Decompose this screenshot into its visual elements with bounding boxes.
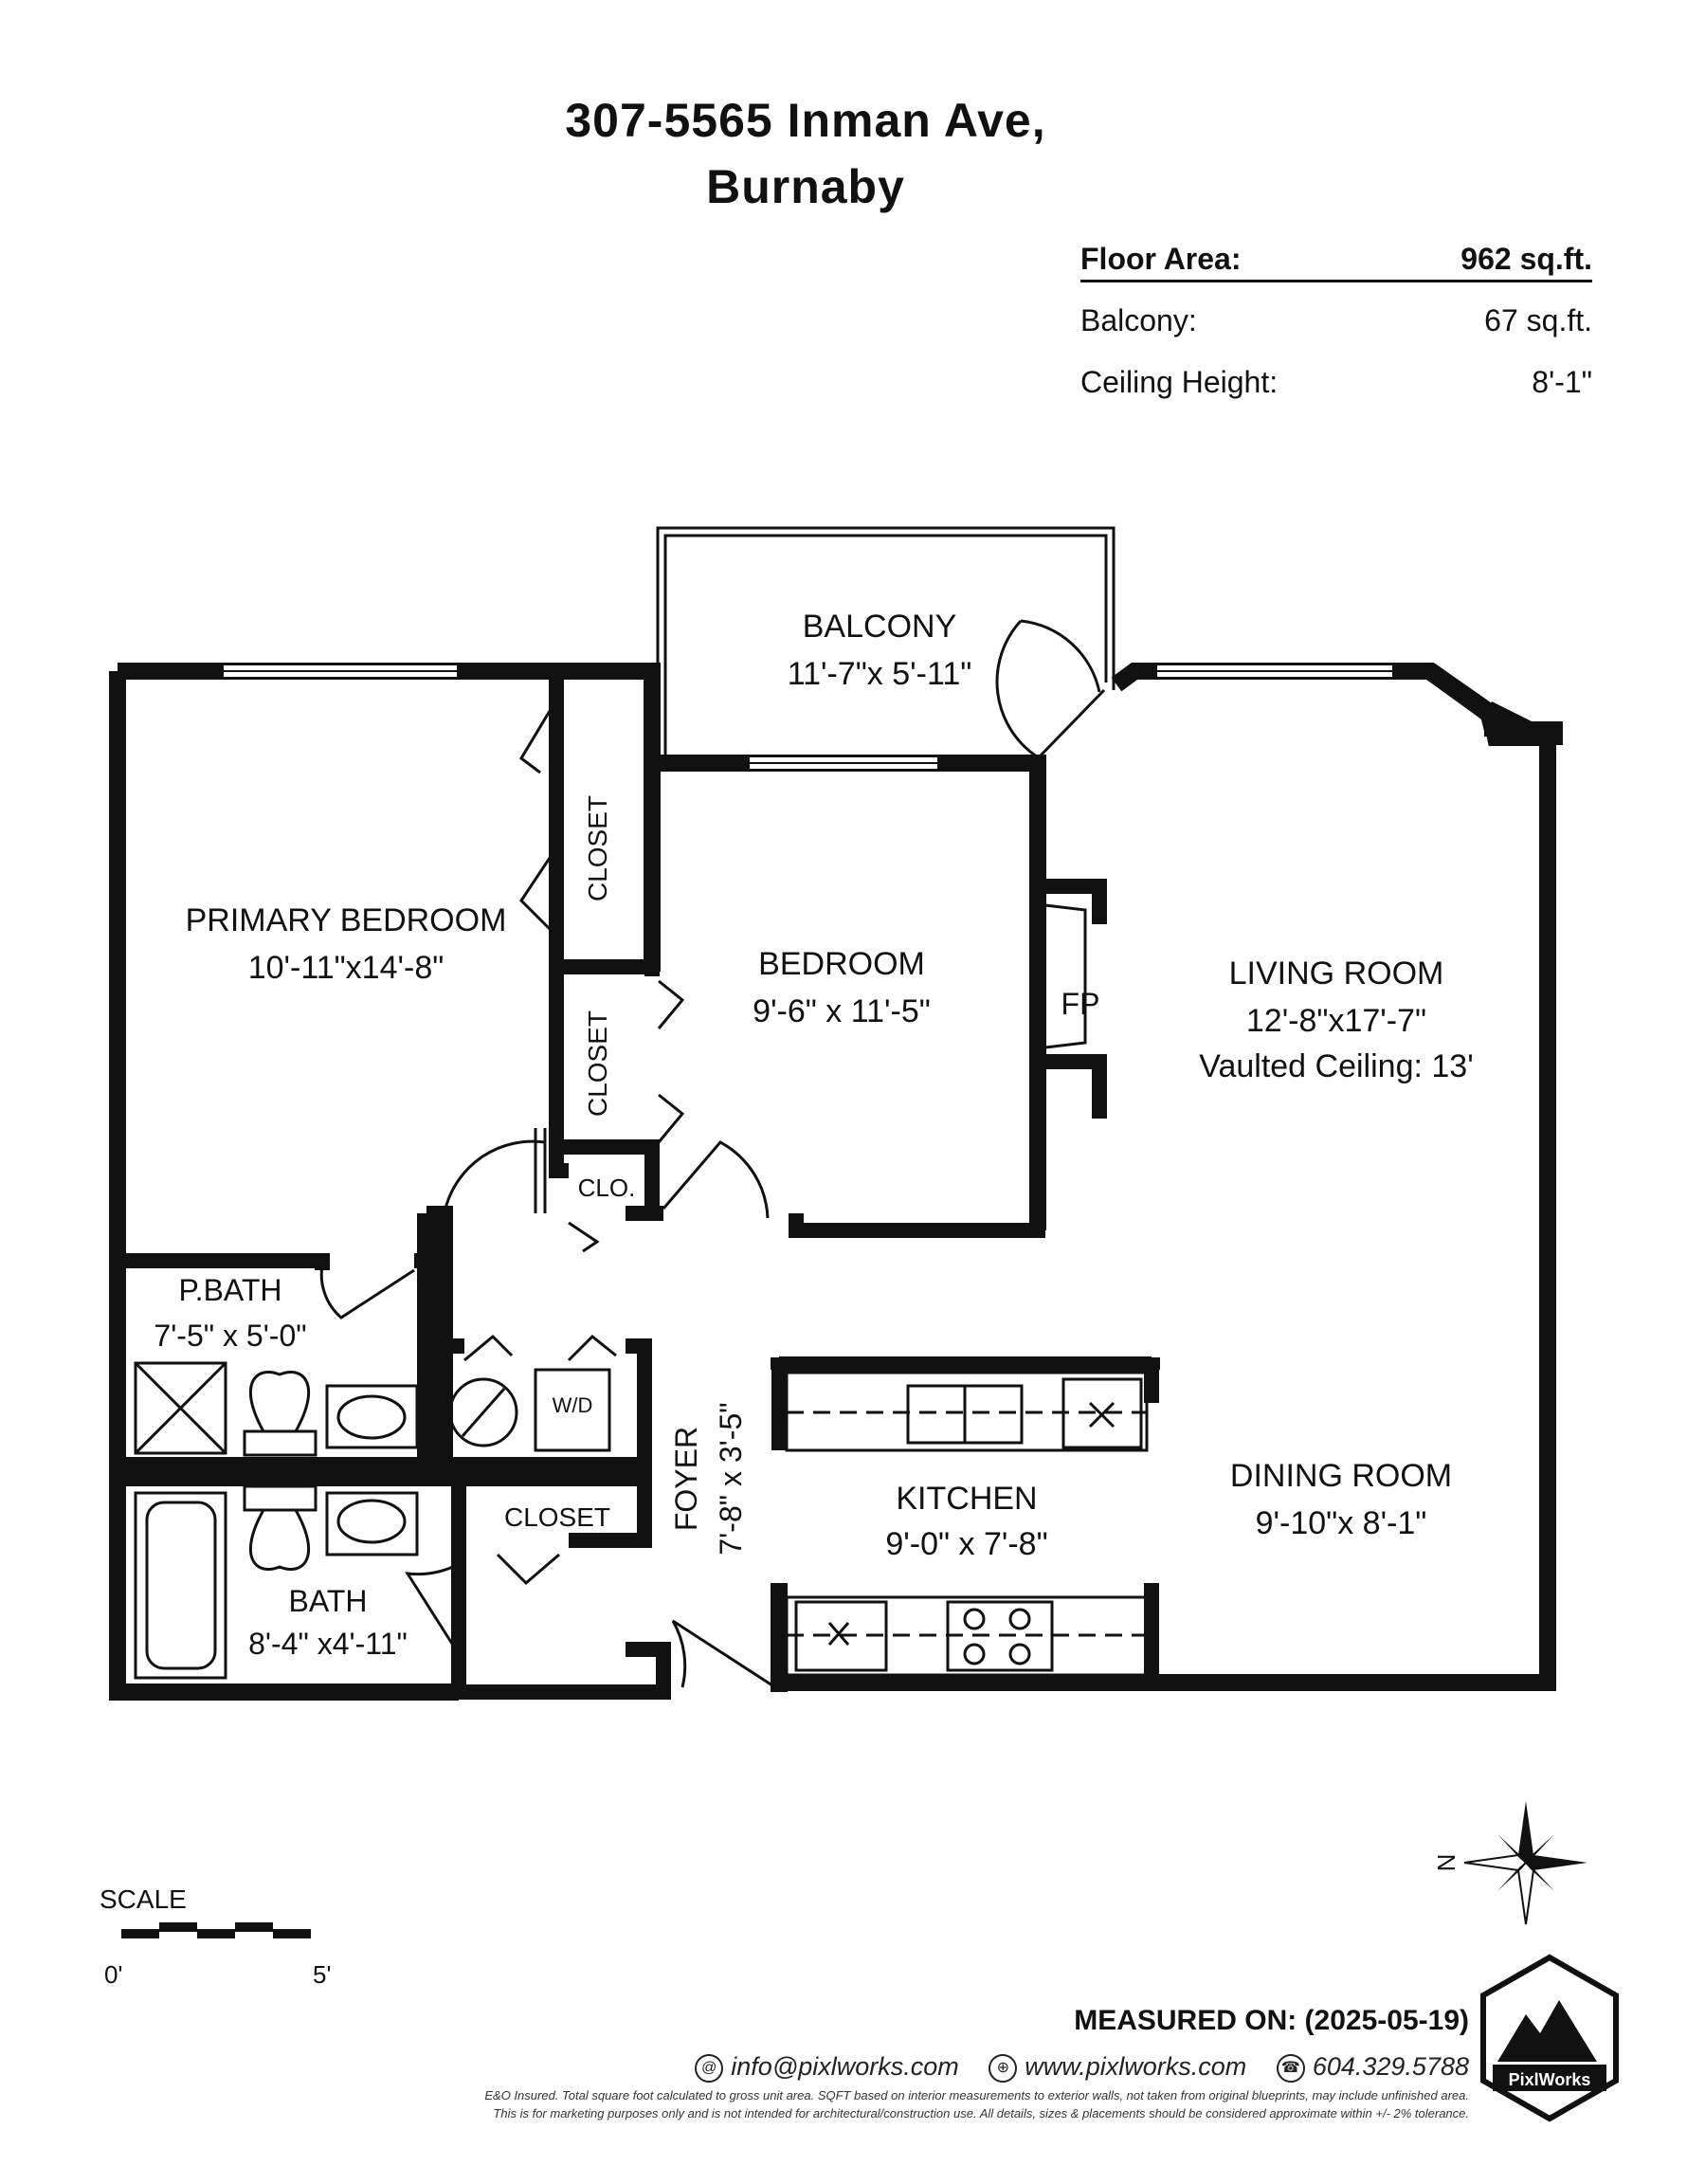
foyer-label: FOYER [669, 1427, 703, 1531]
measured-on: MEASURED ON: (2025-05-19) [1074, 2005, 1469, 2036]
interior-walls [118, 671, 1548, 1700]
kitchen [785, 1371, 1149, 1677]
p-bath-dims: 7'-5" x 5'-0" [154, 1319, 306, 1353]
fireplace [1044, 903, 1087, 1049]
floor-area-label: Floor Area: [1080, 242, 1242, 276]
ceiling-height-row: Ceiling Height: 8'-1" [1080, 365, 1592, 427]
balcony-outline [656, 526, 1116, 763]
toilet-icon [248, 1371, 311, 1432]
scale-min: 0' [104, 1960, 122, 1989]
fridge-icon [794, 1600, 888, 1672]
kitchen-label: KITCHEN [896, 1481, 1037, 1517]
phone-icon: ☎ [1276, 2053, 1305, 2083]
balcony-label: BALCONY [803, 609, 957, 645]
logo-text: PixlWorks [1509, 2070, 1591, 2089]
bath-dims: 8'-4" x4'-11" [248, 1627, 408, 1661]
living-room-label: LIVING ROOM [1229, 956, 1444, 992]
dishwasher-icon [1061, 1377, 1143, 1449]
primary-bedroom-label: PRIMARY BEDROOM [186, 902, 507, 938]
bath-fixtures [134, 1484, 419, 1680]
shower-icon [134, 1361, 227, 1455]
scale-label: SCALE [100, 1884, 187, 1914]
address-line-2: Burnaby [706, 160, 905, 213]
washer-icon [448, 1377, 518, 1447]
floor-area-row: Floor Area: 962 sq.ft. [1080, 242, 1592, 282]
bath-label: BATH [289, 1584, 368, 1618]
balcony-area-label: Balcony: [1080, 303, 1197, 337]
closet-primary-label: CLOSET [583, 795, 612, 901]
balcony-area-row: Balcony: 67 sq.ft. [1080, 303, 1592, 365]
disclaimer-line-1: E&O Insured. Total square foot calculate… [484, 2088, 1469, 2102]
phone-text[interactable]: 604.329.5788 [1312, 2052, 1469, 2081]
bedroom-dims: 9'-6" x 11'-5" [753, 993, 931, 1029]
email-icon: @ [695, 2053, 724, 2083]
fireplace-label: FP [1061, 987, 1100, 1021]
ceiling-height-value: 8'-1" [1532, 365, 1592, 399]
compass-north-label: N [1432, 1854, 1460, 1872]
primary-bedroom-dims: 10'-11"x14'-8" [248, 950, 444, 986]
living-room-vaulted: Vaulted Ceiling: 13' [1199, 1048, 1473, 1084]
dryer-icon [534, 1368, 611, 1452]
kitchen-dims: 9'-0" x 7'-8" [885, 1526, 1047, 1562]
globe-icon: ⊕ [989, 2053, 1018, 2083]
website-text[interactable]: www.pixlworks.com [1025, 2052, 1247, 2081]
dining-room-dims: 9'-10"x 8'-1" [1256, 1505, 1427, 1541]
bath-toilet-icon [248, 1509, 311, 1571]
dining-room-label: DINING ROOM [1230, 1458, 1452, 1494]
living-room-dims: 12'-8"x17'-7" [1246, 1003, 1426, 1039]
floor-area-value: 962 sq.ft. [1460, 242, 1592, 276]
disclaimer-line-2: This is for marketing purposes only and … [493, 2106, 1469, 2120]
wd-label: W/D [553, 1393, 593, 1417]
bathtub-icon [145, 1501, 217, 1670]
contact-line: @info@pixlworks.com ⊕www.pixlworks.com ☎… [569, 2052, 1469, 2083]
bedroom-label: BEDROOM [758, 946, 925, 982]
sink-icon [336, 1394, 407, 1440]
address-line-1: 307-5565 Inman Ave, [565, 94, 1046, 147]
closet-foyer-label: CLOSET [504, 1502, 610, 1532]
stove-icon [946, 1600, 1054, 1672]
balcony-area-value: 67 sq.ft. [1484, 303, 1592, 337]
pixlworks-logo: PixlWorks [1480, 1954, 1619, 2122]
bifold-doors [463, 710, 685, 1586]
compass-icon [1463, 1801, 1587, 1925]
email-text[interactable]: info@pixlworks.com [731, 2052, 959, 2081]
closet-bedroom-label: CLOSET [583, 1010, 612, 1117]
scale-bar [121, 1922, 311, 1938]
clo-label: CLO. [578, 1174, 636, 1202]
area-table: Floor Area: 962 sq.ft. Balcony: 67 sq.ft… [1080, 242, 1592, 427]
foyer-dims: 7'-8" x 3'-5" [714, 1402, 748, 1555]
bath-sink-icon [336, 1499, 407, 1544]
doors [319, 619, 1106, 1689]
ceiling-height-label: Ceiling Height: [1080, 365, 1279, 399]
p-bath-label: P.BATH [178, 1273, 281, 1307]
laundry [448, 1368, 611, 1452]
windows [222, 664, 1394, 771]
p-bath-fixtures [134, 1361, 419, 1457]
scale-max: 5' [313, 1960, 331, 1989]
balcony-dims: 11'-7"x 5'-11" [788, 656, 972, 692]
